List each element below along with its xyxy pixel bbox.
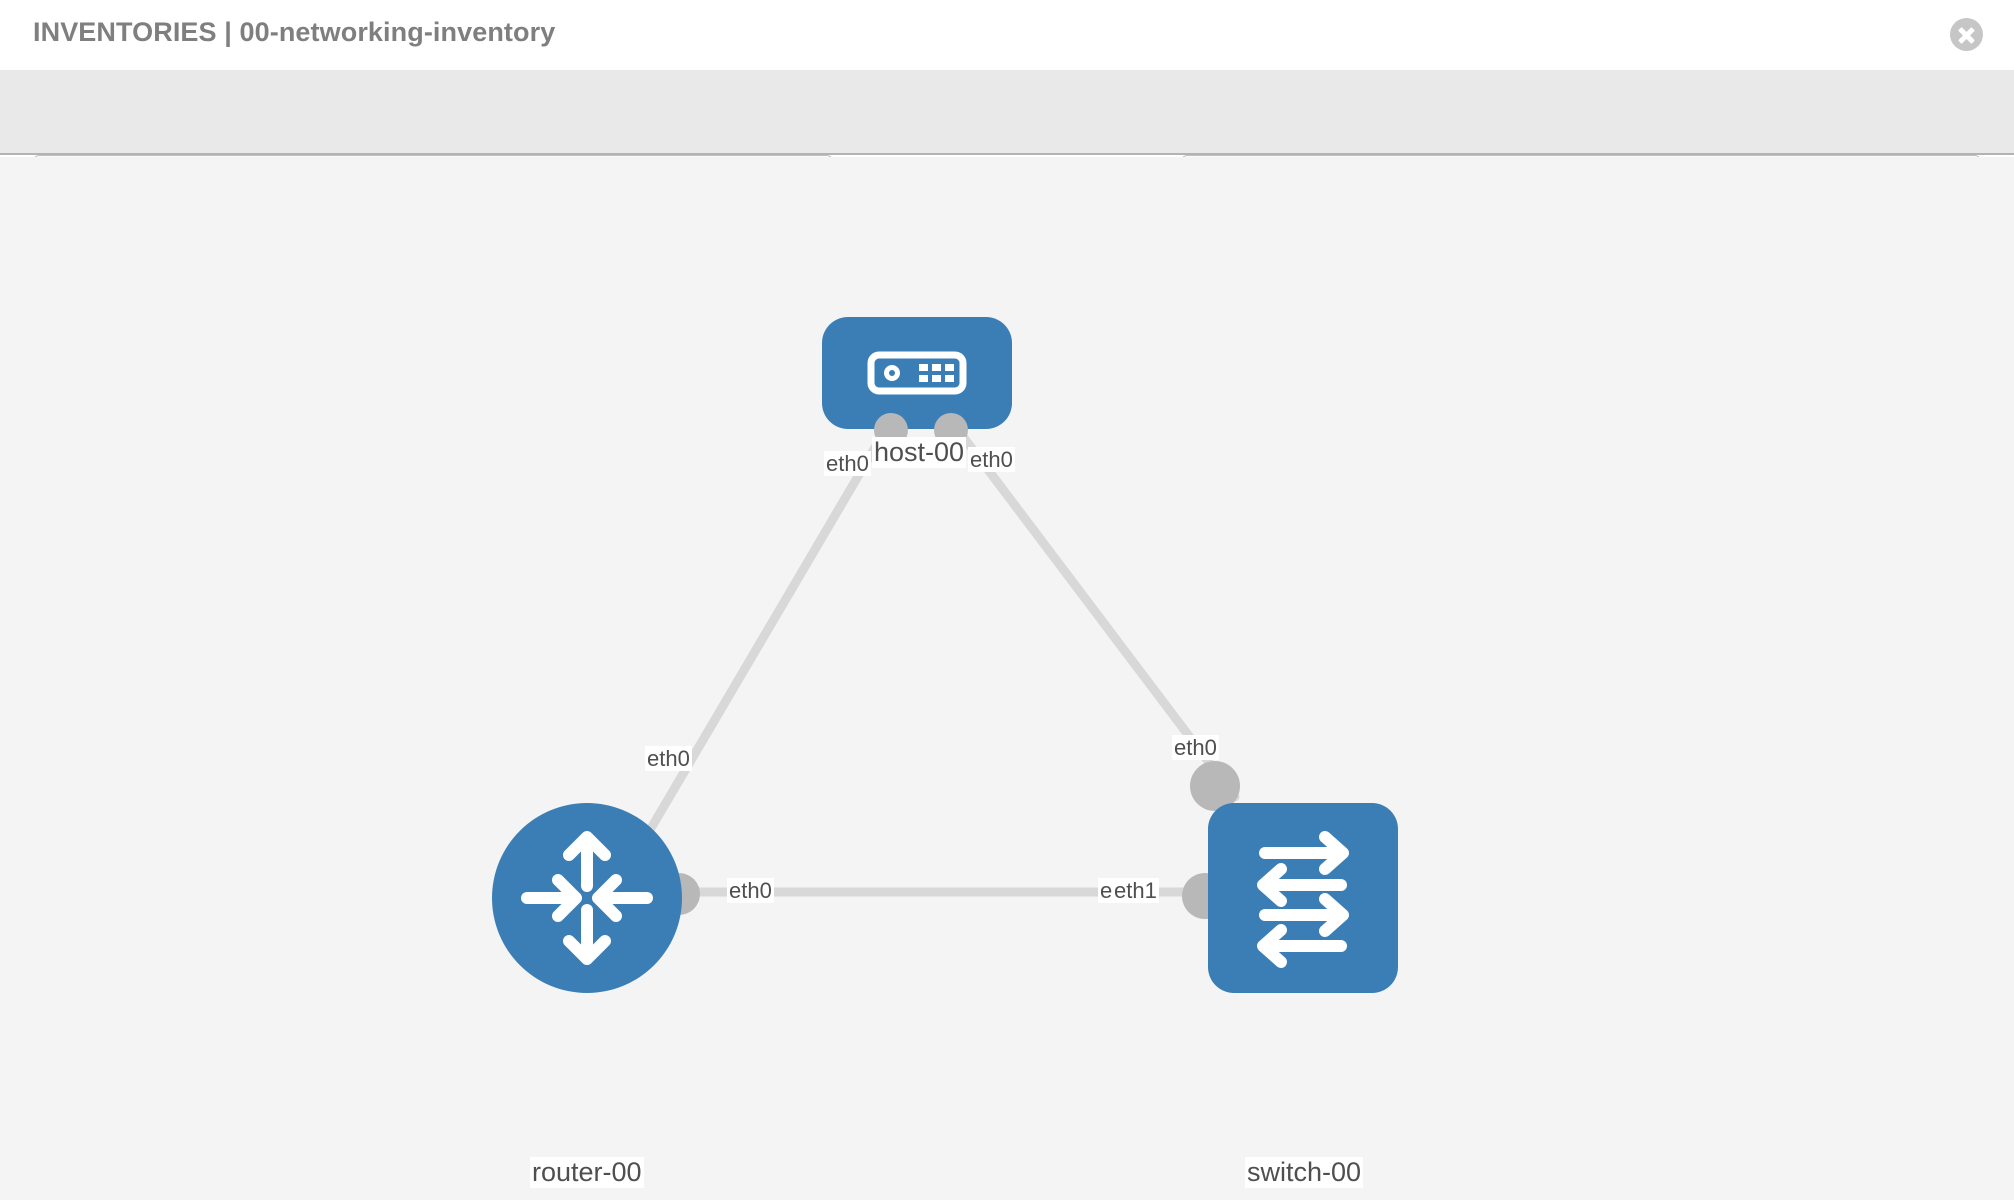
host-node-shape[interactable] — [822, 317, 1012, 429]
edge-label-host-eth0-right: eth0 — [968, 447, 1015, 473]
switch-arrows-icon — [1257, 831, 1349, 968]
node-label-switch: switch-00 — [1245, 1157, 1364, 1189]
server-icon — [867, 351, 967, 395]
edge-label-router-eth0-top: eth0 — [645, 746, 692, 772]
topology-canvas[interactable]: host-00 eth0 eth0 — [0, 157, 2014, 1200]
router-arrows-icon — [521, 831, 653, 965]
edge-label-switch-eth1: eth1 — [1112, 878, 1159, 904]
link-host-router — [635, 417, 895, 852]
close-icon[interactable] — [1950, 18, 1983, 51]
topology-links — [635, 417, 1240, 897]
page-title: INVENTORIES | 00-networking-inventory — [33, 17, 556, 47]
node-label-host: host-00 — [872, 437, 967, 469]
port-switch-eth0-topleft[interactable] — [1190, 761, 1240, 811]
edge-label-switch-eth0-top: eth0 — [1172, 735, 1219, 761]
node-label-router: router-00 — [530, 1157, 644, 1189]
link-host-switch — [947, 417, 1240, 802]
page-header: INVENTORIES | 00-networking-inventory — [0, 0, 2014, 70]
switch-node-shape[interactable] — [1208, 803, 1398, 993]
toolbar: ACTIONS SEARCH — [0, 70, 2014, 211]
edge-label-router-eth0-right: eth0 — [727, 878, 774, 904]
edge-label-host-eth0-left: eth0 — [824, 451, 871, 477]
router-node-shape[interactable] — [492, 803, 682, 993]
